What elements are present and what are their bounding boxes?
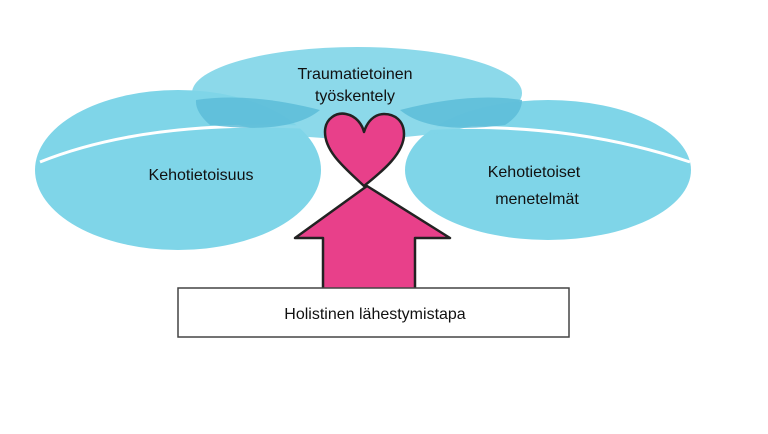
ellipse-top-group [192, 47, 522, 139]
heart-shape [323, 112, 406, 188]
ellipse-right-label-line1: Kehotietoiset [488, 164, 581, 181]
foundation-box-label: Holistinen lähestymistapa [284, 306, 466, 323]
ellipse-top-label-line1: Traumatietoinen [297, 66, 412, 83]
ellipse-left [35, 90, 321, 250]
ellipse-overlap-right [400, 97, 522, 128]
ellipse-top-label-line2: työskentely [315, 88, 395, 105]
foundation-box [177, 287, 570, 338]
ellipse-right-label-line2: menetelmät [495, 191, 579, 208]
ellipse-overlap-left [195, 97, 320, 128]
ellipse-right [405, 100, 691, 240]
ellipse-left-label: Kehotietoisuus [149, 167, 254, 184]
